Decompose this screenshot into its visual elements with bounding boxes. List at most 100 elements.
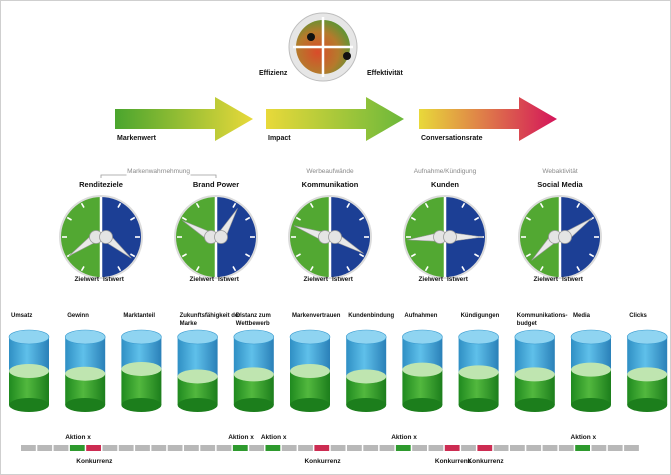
gauge-group-label: Webaktivität [542, 168, 577, 175]
timeline-segment [151, 445, 167, 451]
timeline-segment [412, 445, 427, 451]
aktion-label: Aktion x [228, 434, 254, 441]
gauge-title: Renditeziele [79, 180, 123, 189]
cylinder-label: Wettbewerb [236, 321, 270, 327]
konkurrenz-label: Konkurrenz [76, 458, 113, 465]
gauge-group-label: Aufnahme/Kündigung [414, 168, 477, 175]
effizienz-effektivitaet-dial: Effizienz Effektivität [259, 12, 403, 82]
effektivitaet-label: Effektivität [367, 70, 403, 77]
timeline-segment [558, 445, 574, 451]
konkurrenz-label: Konkurrenz [304, 458, 341, 465]
timeline-aktion-segment [265, 445, 281, 451]
cylinder-fill-level [121, 361, 162, 376]
kpi-arrow [266, 97, 404, 141]
gauge-title: Kunden [431, 180, 459, 189]
cylinder-label: Zukunftsfähigkeit der [180, 313, 242, 319]
timeline-segment [135, 445, 150, 451]
timeline-segment [526, 445, 542, 451]
cylinder-fill-level [571, 362, 611, 377]
timeline-segment [347, 445, 362, 451]
cylinder-label: Clicks [629, 313, 647, 319]
gauge-istwert-half [216, 197, 256, 277]
gauge-zielwert-half [61, 197, 101, 277]
cylinder-label: Aufnahmen [404, 313, 437, 319]
aktion-label: Aktion x [571, 434, 597, 441]
cylinder: Media [570, 313, 612, 412]
arrow-label: Conversationsrate [421, 135, 483, 142]
cylinder-fill-level [627, 367, 668, 382]
cylinder: Markenvertrauen [289, 313, 341, 412]
timeline-segment [37, 445, 53, 451]
timeline-segment [607, 445, 623, 451]
timeline-aktion-segment [232, 445, 248, 451]
timeline-segment [493, 445, 509, 451]
gauge-zielwert-half [520, 197, 560, 277]
timeline-aktion-segment [575, 445, 590, 451]
timeline-segment [249, 445, 264, 451]
cylinder: Clicks [626, 313, 668, 412]
cylinder-fill-level [9, 364, 49, 378]
gauge-zielwert-half [176, 197, 216, 277]
timeline-segment [624, 445, 639, 451]
istwert-label: Istwert [562, 276, 584, 283]
timeline-segment [379, 445, 395, 451]
cylinder-label: Kommunikations- [517, 313, 568, 319]
timeline-segment [102, 445, 118, 451]
cylinder: Umsatz [8, 313, 50, 412]
cylinder: Kundenbindung [345, 313, 395, 412]
zielwert-label: Zielwert [418, 276, 443, 283]
timeline-segment [363, 445, 379, 451]
cylinder-label: Markenvertrauen [292, 313, 341, 319]
gauge-hub-icon [443, 230, 457, 244]
aktion-label: Aktion x [391, 434, 417, 441]
timeline-konkurrenz-segment [314, 445, 330, 451]
gauge-hub-icon [328, 230, 342, 244]
dial-dot-icon [343, 52, 351, 60]
gauge-group-label: Markenwahrnehmung [127, 168, 190, 175]
cylinder-row: Umsatz Gewinn Marktanteil Zukunftsfähigkeit… [8, 313, 668, 412]
zielwert-label: Zielwert [189, 276, 214, 283]
zielwert-label: Zielwert [74, 276, 99, 283]
gauge-title: Social Media [537, 180, 583, 189]
timeline-segment [428, 445, 444, 451]
dial-dot-icon [307, 33, 315, 41]
cylinder-label: Gewinn [67, 313, 89, 319]
cylinder-label: Umsatz [11, 313, 32, 319]
timeline-segment [281, 445, 297, 451]
gauge-title: Brand Power [193, 180, 239, 189]
timeline-konkurrenz-segment [444, 445, 460, 451]
cylinder-fill-level [233, 367, 274, 382]
gauge-istwert-half [330, 197, 370, 277]
cylinder-label: Marktanteil [123, 313, 155, 319]
timeline-segment [216, 445, 232, 451]
arrow-label: Markenwert [117, 135, 157, 142]
zielwert-label: Zielwert [533, 276, 558, 283]
konkurrenz-label: Konkurrenz [467, 458, 504, 465]
kpi-arrow [115, 97, 253, 141]
group-bracket [100, 174, 217, 178]
timeline-segment [21, 445, 36, 451]
gauge-hub-icon [558, 230, 572, 244]
gauge-title: Kommunikation [302, 180, 359, 189]
cylinder-fill-level [514, 367, 555, 382]
cylinder-label: Kündigungen [461, 313, 500, 319]
gauge-zielwert-half [290, 197, 330, 277]
effizienz-label: Effizienz [259, 70, 288, 77]
cylinder: Kommunikations-budget [514, 313, 568, 412]
timeline-segment [591, 445, 607, 451]
timeline-segment [298, 445, 313, 451]
cylinder-label: Media [573, 313, 591, 319]
cylinder-label: Distanz zum [236, 313, 271, 319]
cylinder-label: Marke [180, 321, 198, 327]
cylinder-fill-level [346, 369, 387, 384]
cylinder-fill-level [290, 364, 330, 378]
